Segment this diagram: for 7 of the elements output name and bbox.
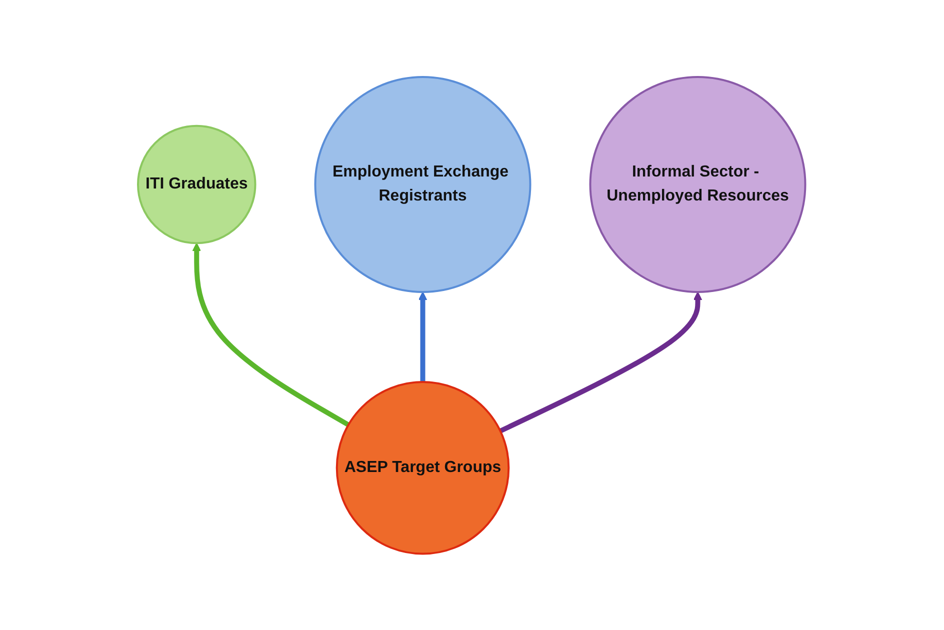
node-circle: ITI Graduates (137, 124, 257, 244)
node-circle: Employment Exchange Registrants (314, 76, 532, 293)
arrow (500, 291, 703, 433)
arrow (418, 291, 428, 382)
node-circle: ASEP Target Groups (336, 380, 510, 554)
arrow (192, 242, 350, 427)
node-circle: Informal Sector - Unemployed Resources (590, 76, 807, 293)
